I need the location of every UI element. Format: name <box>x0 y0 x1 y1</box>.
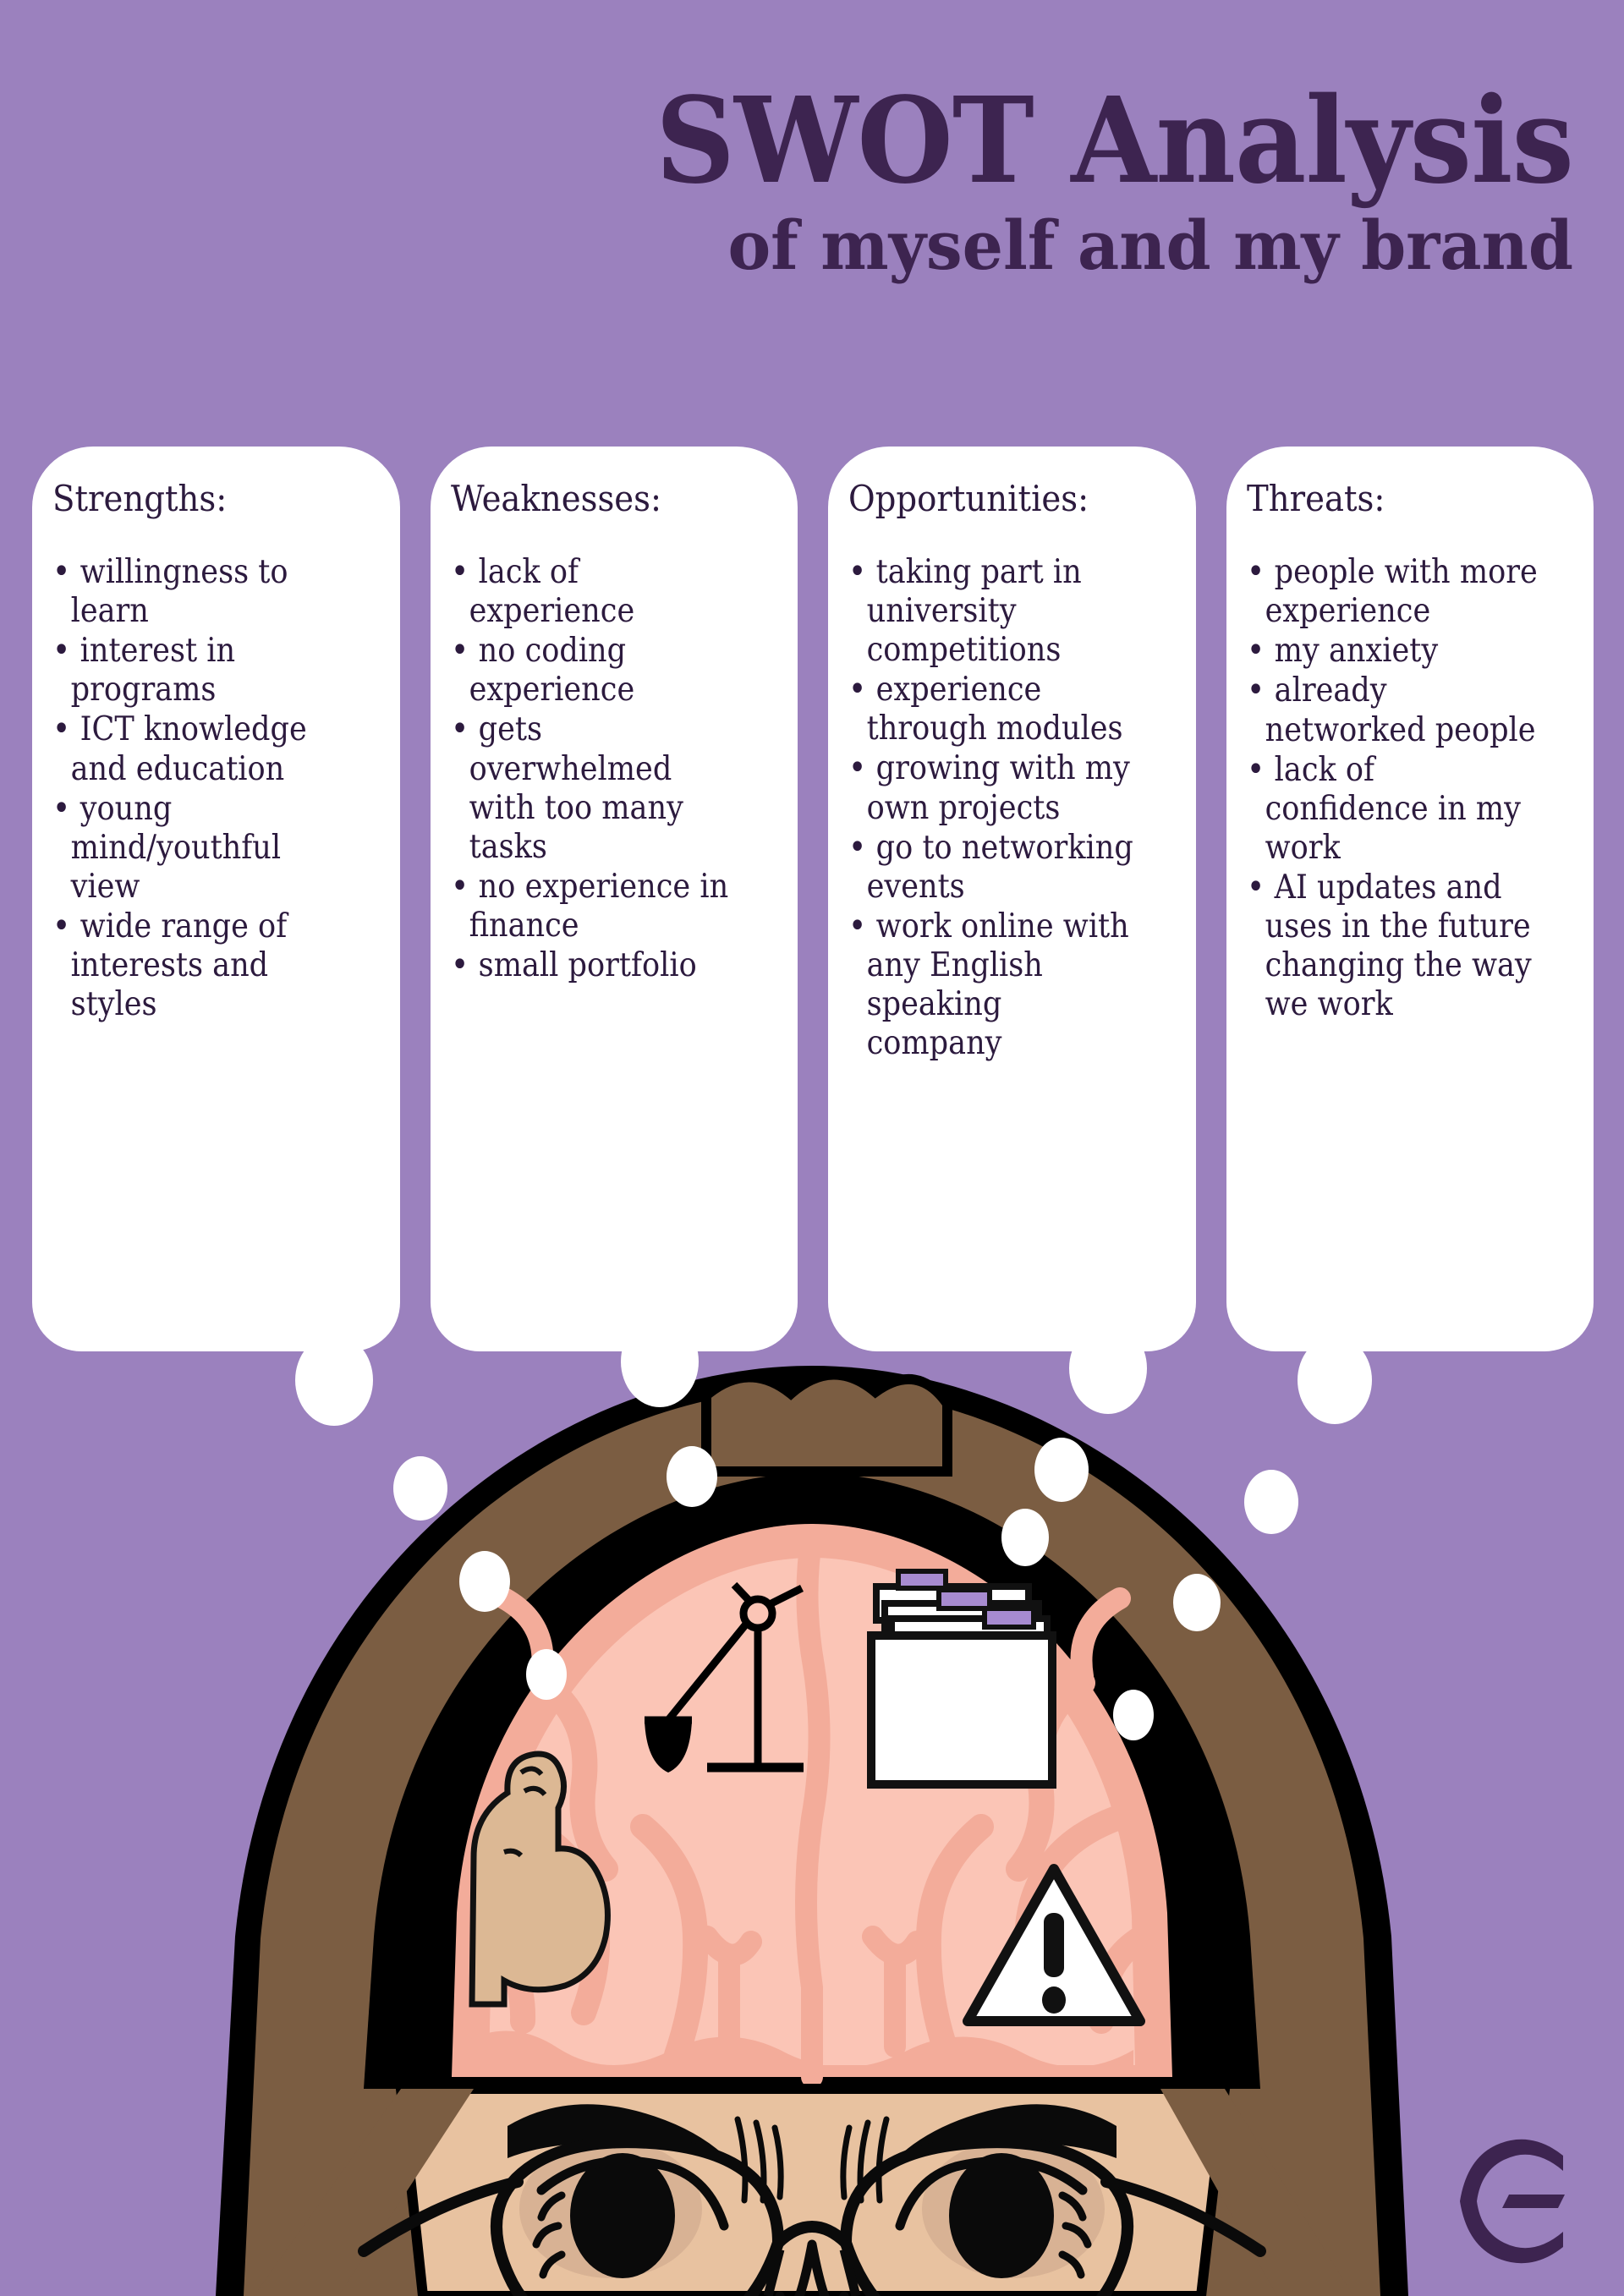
hair-peak <box>701 1369 952 1477</box>
list-item: people with more experience <box>1247 552 1538 631</box>
hair-strand-left <box>254 2089 474 2296</box>
list-item: taking part in university competitions <box>848 552 1139 670</box>
brain-sulcus <box>630 1814 709 2068</box>
brain-sulcus <box>1070 1587 1131 1687</box>
thought-bubble <box>1001 1509 1049 1566</box>
frown-line <box>875 2116 890 2204</box>
flexed-bicep-icon <box>469 1751 611 2008</box>
thought-bubble <box>1244 1470 1298 1534</box>
brand-logo <box>1438 2125 1590 2277</box>
list-item: young mind/youthful view <box>52 789 343 907</box>
frown-line <box>771 2124 784 2200</box>
eye-left <box>570 2153 675 2278</box>
thought-bubble <box>295 1345 373 1426</box>
file-folder-icon <box>867 1569 1056 1789</box>
eyelash <box>539 2250 566 2279</box>
brain-lower-gyri <box>457 2030 1133 2077</box>
list-item: ICT knowledge and education <box>52 710 343 788</box>
list-item: gets overwhelmed with too many tasks <box>451 710 742 866</box>
logo-bar <box>1502 2195 1565 2208</box>
list-item: experience through modules <box>848 670 1139 748</box>
balance-scale-icon <box>645 1581 804 1773</box>
eyelid-right <box>895 2156 1088 2231</box>
nose <box>775 2239 849 2296</box>
list-item: work online with any English speaking co… <box>848 907 1139 1063</box>
thought-bubble <box>1173 1574 1221 1631</box>
glasses-lens-left <box>491 2136 785 2296</box>
thought-bubble <box>393 1456 447 1521</box>
brain-sulcus <box>915 1814 994 2068</box>
card-heading: Threats: <box>1246 478 1385 519</box>
eyelash <box>537 2191 566 2222</box>
title-main: SWOT Analysis <box>655 72 1574 211</box>
eye-right <box>949 2153 1054 2278</box>
face-group <box>254 2084 1353 2296</box>
list-item: no experience in finance <box>451 867 742 945</box>
brain-illustration <box>0 1345 1624 2296</box>
eyelash <box>532 2222 562 2249</box>
thought-bubble <box>1298 1345 1372 1424</box>
thought-bubble <box>526 1649 567 1700</box>
card-heading: Weaknesses: <box>450 478 661 519</box>
glasses-temple-right <box>1100 2176 1266 2257</box>
list-item: lack of experience <box>451 552 742 631</box>
list-item: already networked people <box>1247 671 1538 749</box>
thought-bubble <box>1113 1690 1154 1740</box>
thought-bubble-group <box>295 1345 1372 1740</box>
frown-line <box>734 2116 749 2204</box>
thought-bubble <box>667 1446 717 1507</box>
eyelash <box>1062 2222 1092 2249</box>
brain-sulcus <box>529 1670 618 1882</box>
list-item: lack of confidence in my work <box>1247 750 1538 868</box>
thought-bubble <box>459 1551 510 1612</box>
list-item: AI updates and uses in the future changi… <box>1247 868 1538 1024</box>
page-title: SWOT Analysis of myself and my brand <box>0 72 1574 285</box>
swot-card-threats: Threats: people with more experience my … <box>1226 447 1594 1351</box>
list-item: wide range of interests and styles <box>52 907 343 1024</box>
list-item: willingness to learn <box>52 552 343 631</box>
card-item-list: taking part in university competitions e… <box>848 552 1172 1063</box>
card-item-list: lack of experience no coding experience … <box>451 552 775 985</box>
thought-bubble <box>1034 1438 1089 1502</box>
glasses-temple-left <box>358 2176 524 2257</box>
warning-triangle-icon <box>963 1864 1145 2026</box>
hair-strand-right <box>1160 2089 1353 2296</box>
list-item: growing with my own projects <box>848 748 1139 827</box>
card-item-list: people with more experience my anxiety a… <box>1247 552 1571 1024</box>
card-heading: Strengths: <box>52 478 228 519</box>
glasses-icon <box>358 2136 1266 2296</box>
frown-line <box>840 2124 853 2200</box>
swot-card-opportunities: Opportunities: taking part in university… <box>828 447 1196 1351</box>
eyelid-left <box>536 2156 729 2231</box>
glasses-lens-right <box>839 2136 1133 2296</box>
swot-card-weaknesses: Weaknesses: lack of experience no coding… <box>430 447 798 1351</box>
card-heading: Opportunities: <box>848 478 1089 519</box>
nose-bridge-right <box>839 2248 861 2296</box>
list-item: small portfolio <box>451 945 742 985</box>
thought-bubble <box>1069 1345 1147 1414</box>
title-subtitle: of myself and my brand <box>727 205 1573 285</box>
eyelash <box>1058 2191 1087 2222</box>
list-item: interest in programs <box>52 631 343 710</box>
logo-c-mark <box>1460 2139 1563 2264</box>
list-item: no coding experience <box>451 631 742 710</box>
swot-card-row: Strengths: willingness to learn interest… <box>32 447 1594 1351</box>
list-item: my anxiety <box>1247 631 1538 671</box>
brain-central-fissure <box>795 1524 831 2088</box>
glasses-bridge <box>772 2221 852 2249</box>
list-item: go to networking events <box>848 828 1139 907</box>
swot-card-strengths: Strengths: willingness to learn interest… <box>32 447 400 1351</box>
eyelash <box>1058 2250 1085 2279</box>
thought-bubble <box>621 1345 699 1407</box>
nose-bridge-left <box>763 2248 785 2296</box>
card-item-list: willingness to learn interest in program… <box>52 552 376 1024</box>
